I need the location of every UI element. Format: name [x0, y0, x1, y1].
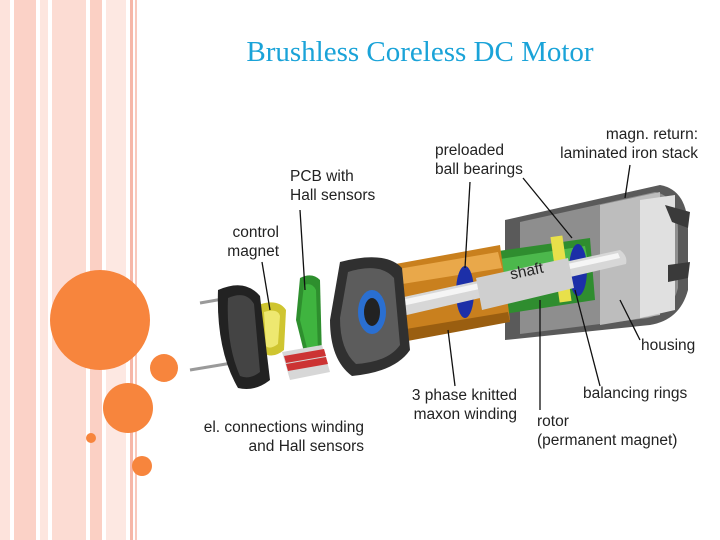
label-rotor: rotor(permanent magnet): [537, 413, 678, 449]
flange-part: [330, 257, 410, 376]
label-magn-return: magn. return:laminated iron stack: [560, 126, 698, 162]
label-housing: housing: [641, 337, 696, 354]
shaft-part: [388, 250, 627, 318]
leader-lines: [261, 164, 641, 410]
back-cover-part: [189, 285, 270, 389]
label-balancing-rings: balancing rings: [583, 385, 688, 402]
pcb-part: [282, 275, 330, 380]
slide-title: Brushless Coreless DC Motor: [246, 36, 594, 68]
